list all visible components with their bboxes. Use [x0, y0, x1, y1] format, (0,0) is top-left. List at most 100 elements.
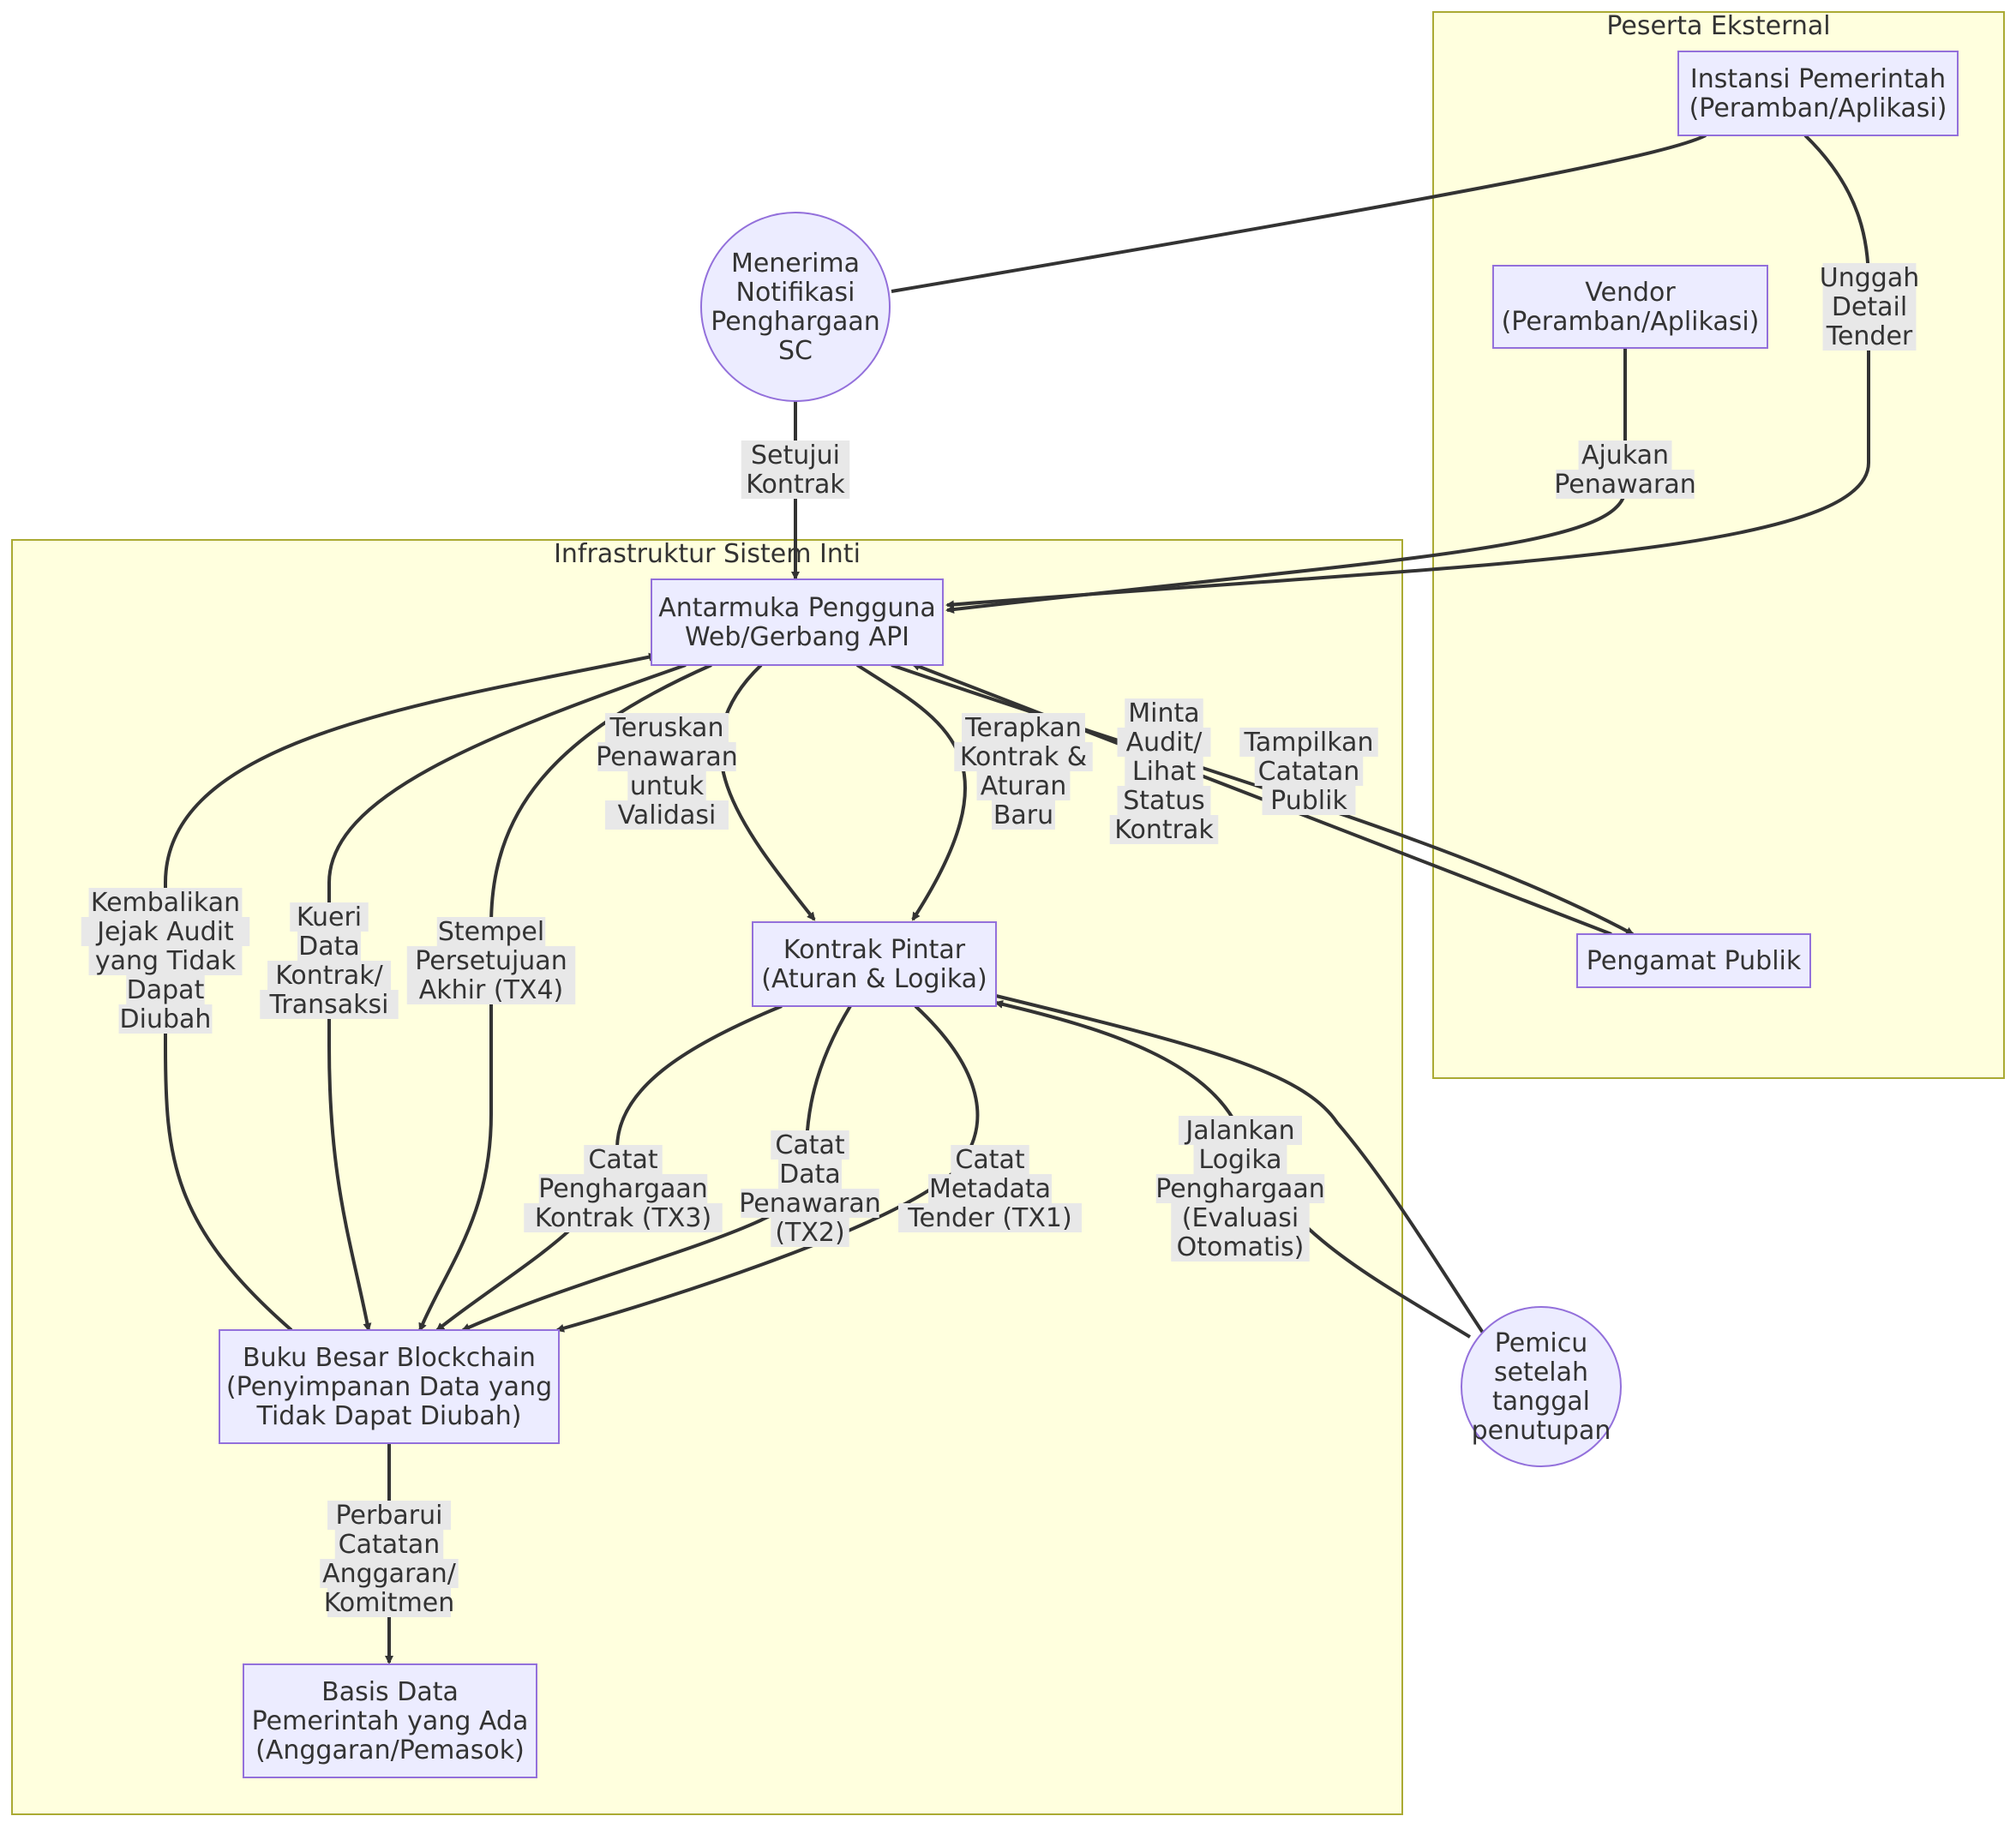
- edge-label-background: [88, 888, 243, 917]
- node-label-line: (Peramban/Aplikasi): [1502, 307, 1760, 337]
- edge-label-background: [962, 713, 1085, 742]
- edge-label-background: [327, 1588, 451, 1617]
- edge-label-background: [538, 1174, 708, 1203]
- edge-label-line: Validasi: [618, 800, 717, 830]
- edge-label-background: [1171, 1232, 1310, 1262]
- edge-label-line: Tampilkan: [1244, 728, 1374, 758]
- edge-label-background: [928, 1174, 1052, 1203]
- edge-label-background: [741, 1189, 879, 1218]
- edge-label-background: [334, 1530, 444, 1559]
- edge-label-line: Penghargaan: [1155, 1174, 1325, 1204]
- edge-label-background: [1155, 1174, 1325, 1203]
- edge-label-line: yang Tidak: [95, 946, 237, 976]
- edge-label-line: Terapkan: [964, 713, 1082, 743]
- edge-label-line: untuk: [630, 771, 705, 801]
- edge-label-line: Catatan: [1258, 757, 1360, 787]
- edge-label-background: [406, 946, 576, 975]
- edge-label-line: Baru: [993, 800, 1053, 830]
- node-label-line: Notifikasi: [736, 278, 855, 308]
- edge-label-line: Kontrak (TX3): [535, 1203, 711, 1233]
- node-antarmuka-pengguna-shape: [651, 578, 944, 666]
- edge-label-background: [1117, 786, 1211, 815]
- edge-label-background: [1117, 728, 1211, 757]
- node-vendor[interactable]: Vendor(Peramban/Aplikasi): [1492, 265, 1768, 349]
- edge-label-line: Ajukan: [1581, 441, 1669, 470]
- edge-label-background: [1239, 728, 1378, 757]
- edge-antarmuka-buku-stempel: [418, 663, 712, 1332]
- edge-label-line: Catat: [588, 1145, 657, 1175]
- edge-label-background: [260, 990, 399, 1019]
- edge-label-line: Jejak Audit: [95, 917, 234, 947]
- nodes: Instansi Pemerintah(Peramban/Aplikasi) V…: [219, 51, 1959, 1778]
- edge-label-background: [584, 1145, 663, 1174]
- node-instansi-pemerintah[interactable]: Instansi Pemerintah(Peramban/Aplikasi): [1677, 51, 1959, 136]
- edge-label-line: Aturan: [981, 771, 1067, 801]
- edge-kontrak-pemicu: [995, 994, 1485, 1334]
- edge-label-background: [605, 800, 729, 830]
- edge-label-line: Kontrak: [746, 470, 845, 500]
- edge-label-background: [1109, 815, 1219, 844]
- edge-kontrak-buku-tx1: [555, 1004, 980, 1333]
- edge-label-background: [297, 932, 361, 961]
- node-basis-data-shape: [243, 1663, 537, 1778]
- edge-label-line: Kontrak: [1114, 815, 1214, 845]
- node-menerima-notifikasi-shape: [700, 212, 891, 402]
- edge-label-line: Lihat: [1132, 757, 1196, 787]
- node-vendor-shape: [1492, 265, 1768, 349]
- edge-label-line: Stempel: [438, 917, 544, 947]
- edge-label-line: Perbarui: [336, 1501, 443, 1531]
- edge-label-line: Catat: [775, 1130, 844, 1160]
- edge-label-line: Transaksi: [269, 990, 389, 1020]
- edge-label-line: Tender (TX1): [907, 1203, 1071, 1233]
- edge-label-background: [1254, 757, 1364, 786]
- edge-label-line: Tender: [1826, 321, 1913, 351]
- edge-label-line: Data: [298, 932, 360, 962]
- edge-label-line: Teruskan: [609, 713, 724, 743]
- edge-label-background: [771, 1130, 849, 1160]
- edge-label-background: [524, 1203, 723, 1232]
- node-pengamat-publik[interactable]: Pengamat Publik: [1576, 933, 1811, 988]
- edge-label-line: Data: [779, 1160, 841, 1190]
- edge-label-line: Penawaran: [739, 1189, 881, 1219]
- edge-label-background: [951, 1145, 1029, 1174]
- edge-label-line: Audit/: [1126, 728, 1203, 758]
- edge-label-line: Minta: [1128, 698, 1199, 728]
- edge-label-line: Kueri: [297, 902, 362, 932]
- edge-buku-antarmuka-kembalikan: [164, 652, 657, 1332]
- edge-label-background: [778, 1160, 842, 1189]
- edge-label-background: [1556, 470, 1695, 499]
- node-label-line: Pemerintah yang Ada: [252, 1706, 529, 1736]
- edge-label-line: Kontrak &: [960, 742, 1087, 772]
- node-kontrak-pintar[interactable]: Kontrak Pintar(Aturan & Logika): [752, 921, 997, 1007]
- edge-label-line: Kontrak/: [275, 961, 383, 991]
- edge-label-background: [267, 961, 391, 990]
- node-pemicu-shape: [1461, 1306, 1622, 1467]
- edge-label-background: [1822, 321, 1917, 351]
- node-label-line: Menerima: [731, 249, 860, 279]
- node-label-line: Basis Data: [321, 1677, 459, 1707]
- edge-label-background: [898, 1203, 1082, 1232]
- node-buku-besar-blockchain[interactable]: Buku Besar Blockchain(Penyimpanan Data y…: [219, 1329, 560, 1444]
- edge-label-line: Penawaran: [1554, 470, 1696, 500]
- edge-label-line: Metadata: [929, 1174, 1051, 1204]
- edge-label-background: [627, 771, 706, 800]
- edge-vendor-antarmuka: [945, 348, 1627, 614]
- edge-label-background: [741, 470, 850, 499]
- edge-label-line: Unggah: [1820, 263, 1919, 293]
- node-label-line: Pemicu: [1495, 1328, 1588, 1358]
- edge-label-background: [1822, 263, 1917, 292]
- node-label-line: (Peramban/Aplikasi): [1689, 93, 1947, 123]
- edge-label-line: Setujui: [751, 441, 840, 470]
- edge-label-background: [1262, 786, 1356, 815]
- edge-label-line: (Evaluasi: [1182, 1203, 1299, 1233]
